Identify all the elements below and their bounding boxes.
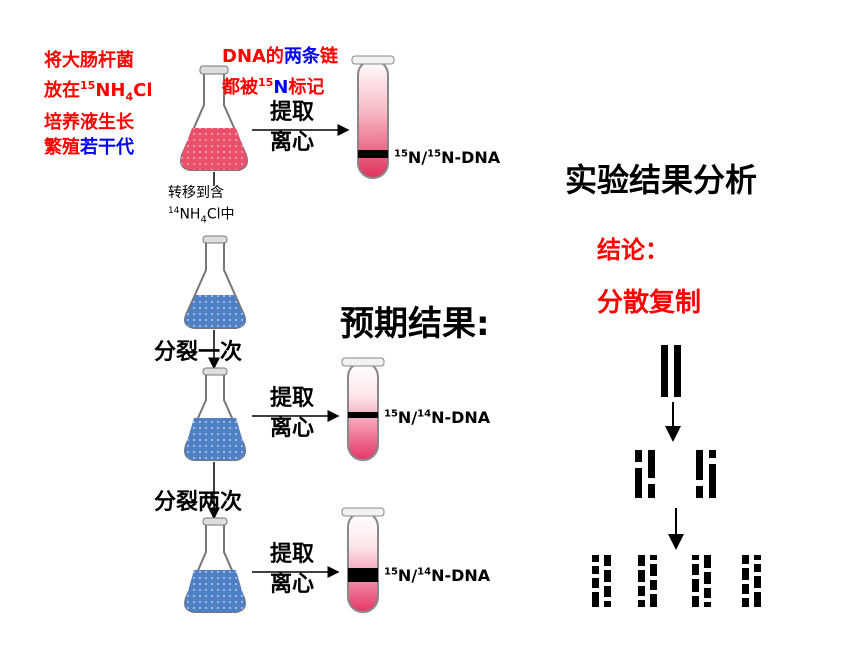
extract-label-2: 提取 离心 xyxy=(270,386,315,441)
tube-2 xyxy=(341,357,385,461)
dna-label-line-1: DNA的两条链 xyxy=(222,46,338,67)
band-label-3: 15N/14N-DNA xyxy=(384,566,491,585)
tube-3 xyxy=(341,507,385,613)
intro-text: 将大肠杆菌 放在15NH4Cl 培养液生长 繁殖若干代 xyxy=(44,48,153,160)
flask-blue-1 xyxy=(184,235,246,329)
dispersive-replication-diagram xyxy=(592,345,761,607)
flask-pink xyxy=(180,65,248,171)
analysis-title: 实验结果分析 xyxy=(565,161,758,199)
transfer-text: 转移到含 14NH4Cl中 xyxy=(168,185,235,226)
intro-line-1: 将大肠杆菌 xyxy=(44,50,134,71)
extract-label-3: 提取 离心 xyxy=(270,542,315,597)
flask-blue-2 xyxy=(184,367,246,461)
intro-line-3: 培养液生长 xyxy=(44,111,134,133)
band-label-2: 15N/14N-DNA xyxy=(384,408,491,427)
flask-blue-3 xyxy=(184,517,246,613)
expected-result-title: 预期结果: xyxy=(340,304,490,344)
intro-line-2: 放在15NH4Cl xyxy=(44,79,153,104)
division-once: 分裂一次 xyxy=(154,340,243,365)
conclusion-label: 结论： xyxy=(597,236,669,264)
intro-line-4: 繁殖若干代 xyxy=(44,136,134,158)
band-label-1: 15N/15N-DNA xyxy=(394,148,501,167)
division-twice: 分裂两次 xyxy=(154,490,243,515)
tube-1 xyxy=(351,55,395,179)
conclusion-value: 分散复制 xyxy=(597,288,702,318)
dna-label-line-2: 都被15N标记 xyxy=(222,76,325,98)
extract-label-1: 提取 离心 xyxy=(270,100,315,155)
dna-label: DNA的两条链 都被15N标记 xyxy=(222,44,338,101)
